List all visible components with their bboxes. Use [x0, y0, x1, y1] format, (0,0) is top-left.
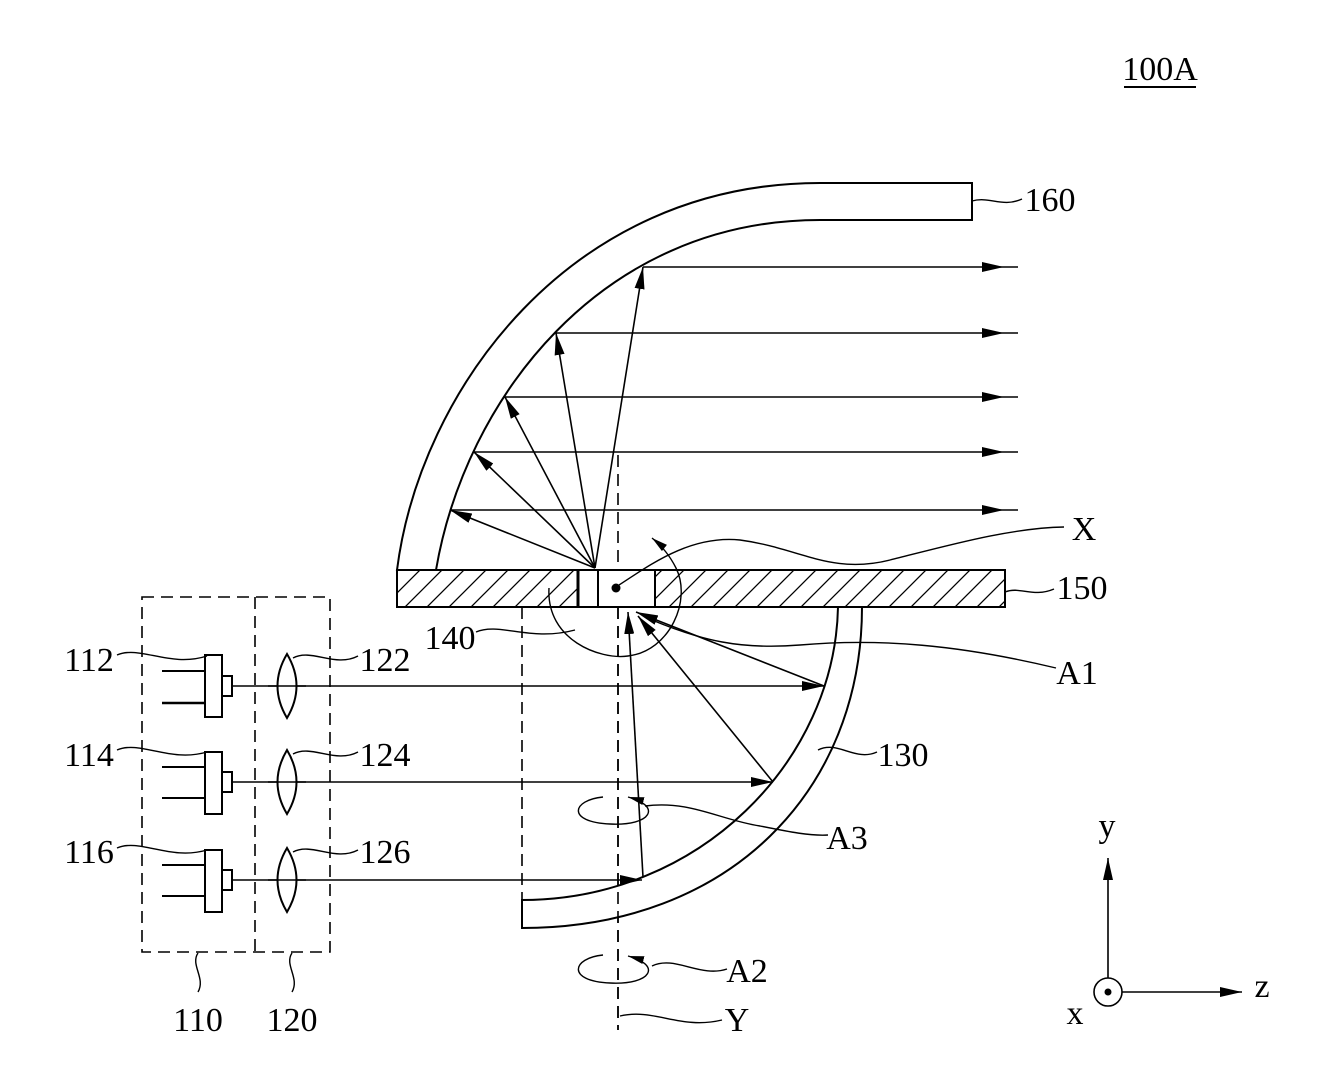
emitter-tip [222, 676, 232, 696]
leader-lens-2 [293, 751, 358, 756]
figure-label: 100A [1122, 51, 1198, 88]
light-source-2 [162, 752, 232, 814]
plate-body [397, 570, 1005, 607]
upper-reflector [397, 183, 972, 570]
fan-ray [450, 510, 595, 568]
leader-lens-group [290, 953, 295, 992]
reflected-ray-2 [638, 616, 773, 782]
figure-label-text: 100A [1122, 51, 1198, 88]
leader-light-source-2 [117, 747, 207, 755]
label-lens-2: 124 [360, 737, 411, 774]
out-of-plane-axis-dot [1105, 989, 1112, 996]
rotation-arrow-a3 [578, 797, 648, 824]
leader-light-source-3 [117, 845, 207, 853]
label-lower-reflector: 130 [878, 737, 929, 774]
leader-plate [1005, 589, 1054, 592]
emitter-body [205, 752, 222, 814]
label-light-source-2: 114 [64, 737, 114, 774]
fan-ray [595, 267, 643, 568]
label-a3: A3 [826, 820, 868, 857]
leader-lens-1 [293, 655, 358, 660]
rotation-arrow-a2 [578, 955, 648, 983]
label-lens-group: 120 [267, 1002, 318, 1039]
emitter-body [205, 850, 222, 912]
leader-light-source-group [196, 953, 201, 992]
leader-upper-reflector [972, 199, 1022, 202]
label-a2: A2 [726, 953, 768, 990]
module-frame [142, 597, 330, 952]
emitter-tip [222, 772, 232, 792]
reflected-ray-3 [628, 612, 643, 877]
light-source-1 [162, 655, 232, 717]
label-lens-1: 122 [360, 642, 411, 679]
emitter-body [205, 655, 222, 717]
label-axis-x: X [1072, 511, 1097, 548]
label-axis-y: Y [725, 1002, 750, 1039]
light-source-3 [162, 850, 232, 912]
label-a1: A1 [1056, 655, 1098, 692]
label-plate: 150 [1057, 570, 1108, 607]
module-frame-outline [142, 597, 330, 952]
label-mirror: 140 [425, 620, 476, 657]
leader-mirror [476, 629, 575, 634]
out-of-plane-axis-label: x [1067, 995, 1084, 1032]
leader-light-source-1 [117, 652, 207, 659]
vertical-axis-label: y [1099, 808, 1116, 845]
plate [397, 570, 1005, 607]
emitter-tip [222, 870, 232, 890]
label-upper-reflector: 160 [1025, 182, 1076, 219]
horizontal-axis-label: z [1254, 968, 1269, 1005]
coordinate-system: y z x [1067, 808, 1270, 1032]
label-light-source-1: 112 [64, 642, 114, 679]
fan-ray [556, 333, 595, 568]
label-light-source-group: 110 [173, 1002, 223, 1039]
leader-a2 [652, 963, 727, 971]
label-light-source-3: 116 [64, 834, 114, 871]
leader-lens-3 [293, 849, 358, 854]
label-lens-3: 126 [360, 834, 411, 871]
leader-axis-y [620, 1014, 722, 1022]
